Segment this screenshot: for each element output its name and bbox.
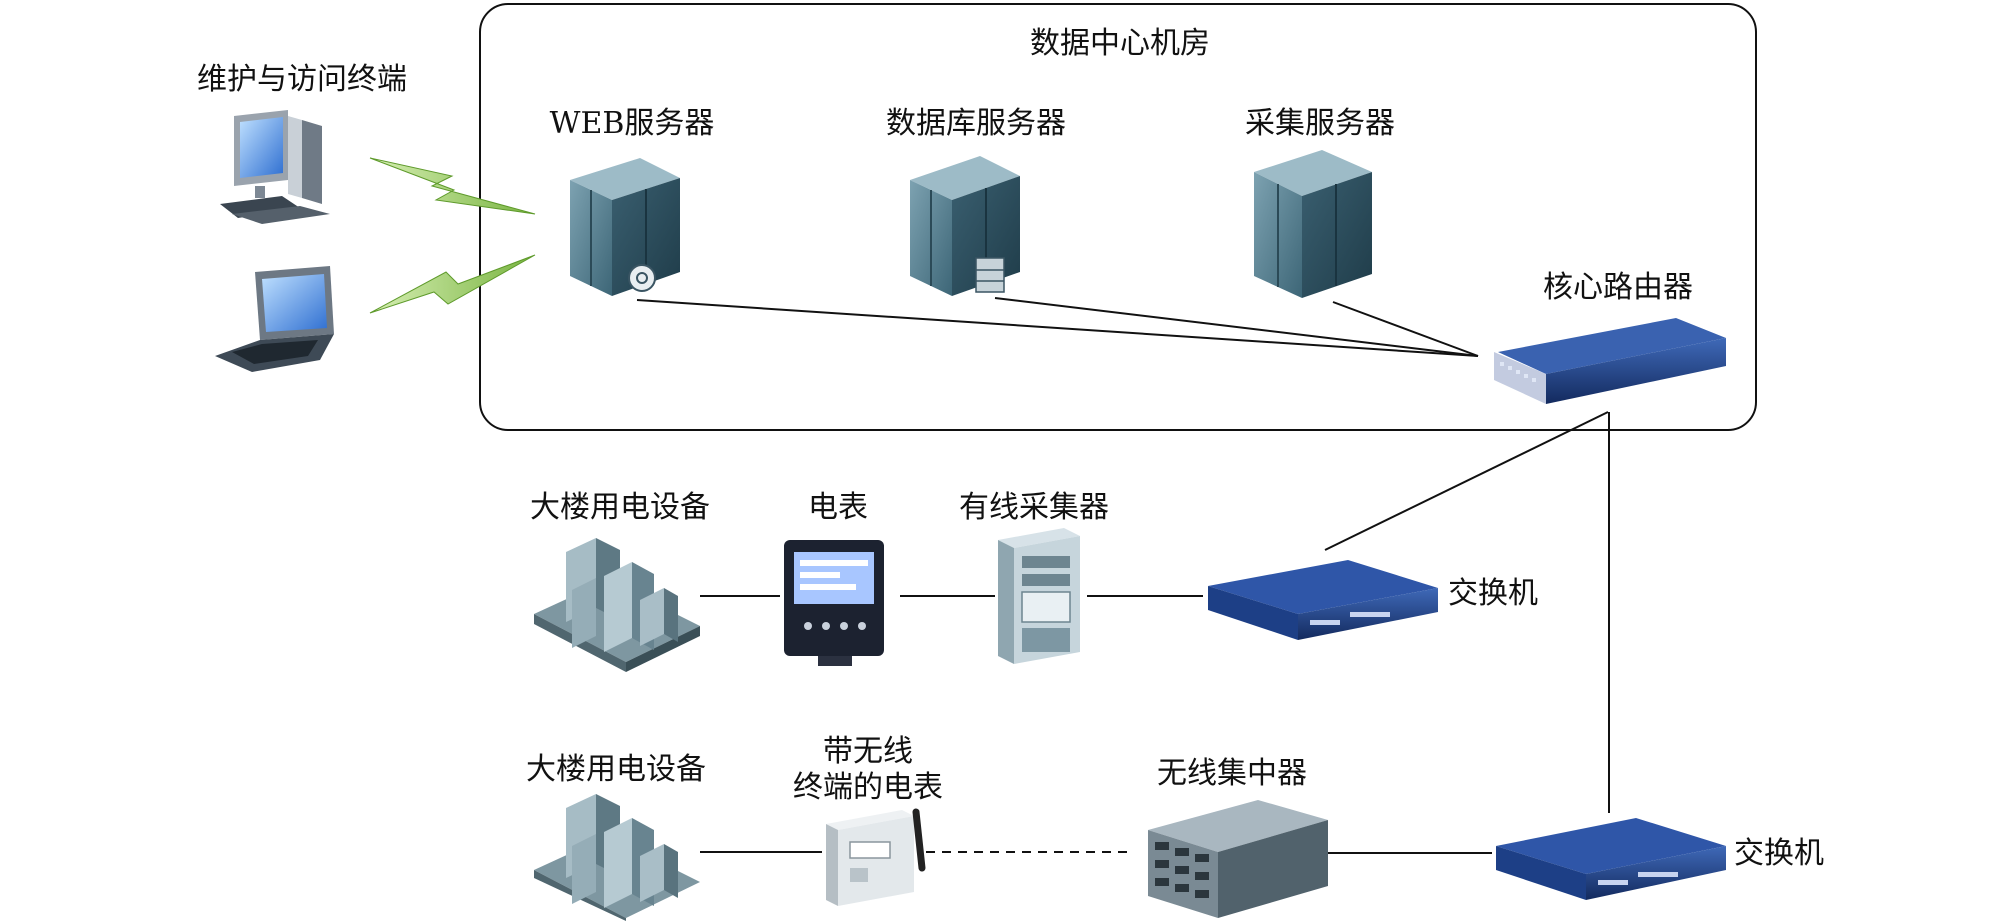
- switch-label: 交换机: [1448, 576, 1538, 611]
- building-icon: [534, 538, 700, 672]
- wireless-concentrator-label: 无线集中器: [1157, 756, 1307, 791]
- database-server-label: 数据库服务器: [886, 106, 1066, 141]
- collection-server-label: 采集服务器: [1245, 106, 1395, 141]
- building-icon: [534, 794, 700, 921]
- wireless-concentrator-icon: [1148, 800, 1328, 918]
- connection-lines: [636, 297, 1610, 854]
- building-label: 大楼用电设备: [530, 490, 710, 525]
- wireless-meter-label-line1: 带无线: [823, 734, 913, 769]
- meter-label: 电表: [808, 490, 868, 525]
- core-router-icon: [1494, 318, 1726, 404]
- web-server-icon: [570, 158, 680, 296]
- terminals-label: 维护与访问终端: [197, 62, 407, 97]
- wireless-link-icon: [369, 157, 536, 215]
- database-server-icon: [910, 156, 1020, 296]
- wireless-link-icon: [369, 254, 536, 314]
- switch-icon: [1496, 818, 1726, 900]
- wireless-meter-label-line2: 终端的电表: [793, 770, 943, 805]
- collection-server-icon: [1254, 150, 1372, 298]
- building-label: 大楼用电设备: [526, 752, 706, 787]
- wireless-meter-icon: [826, 808, 926, 906]
- core-router-label: 核心路由器: [1543, 270, 1693, 305]
- wired-collector-icon: [998, 528, 1080, 664]
- link-collection-router: [1332, 301, 1479, 357]
- web-server-label: WEB服务器: [549, 106, 715, 141]
- meter-icon: [784, 540, 884, 666]
- router-port-icon: [1500, 362, 1536, 382]
- wired-collector-label: 有线采集器: [959, 490, 1109, 525]
- datacenter-boundary: [479, 3, 1757, 431]
- switch-label: 交换机: [1734, 836, 1824, 871]
- switch-icon: [1208, 560, 1438, 640]
- link-router-switch1: [1324, 411, 1609, 551]
- desktop-computer-icon: [220, 110, 330, 224]
- link-web-router: [636, 299, 1479, 357]
- link-db-router: [994, 297, 1479, 357]
- laptop-icon: [215, 266, 334, 372]
- datacenter-title: 数据中心机房: [1030, 26, 1210, 61]
